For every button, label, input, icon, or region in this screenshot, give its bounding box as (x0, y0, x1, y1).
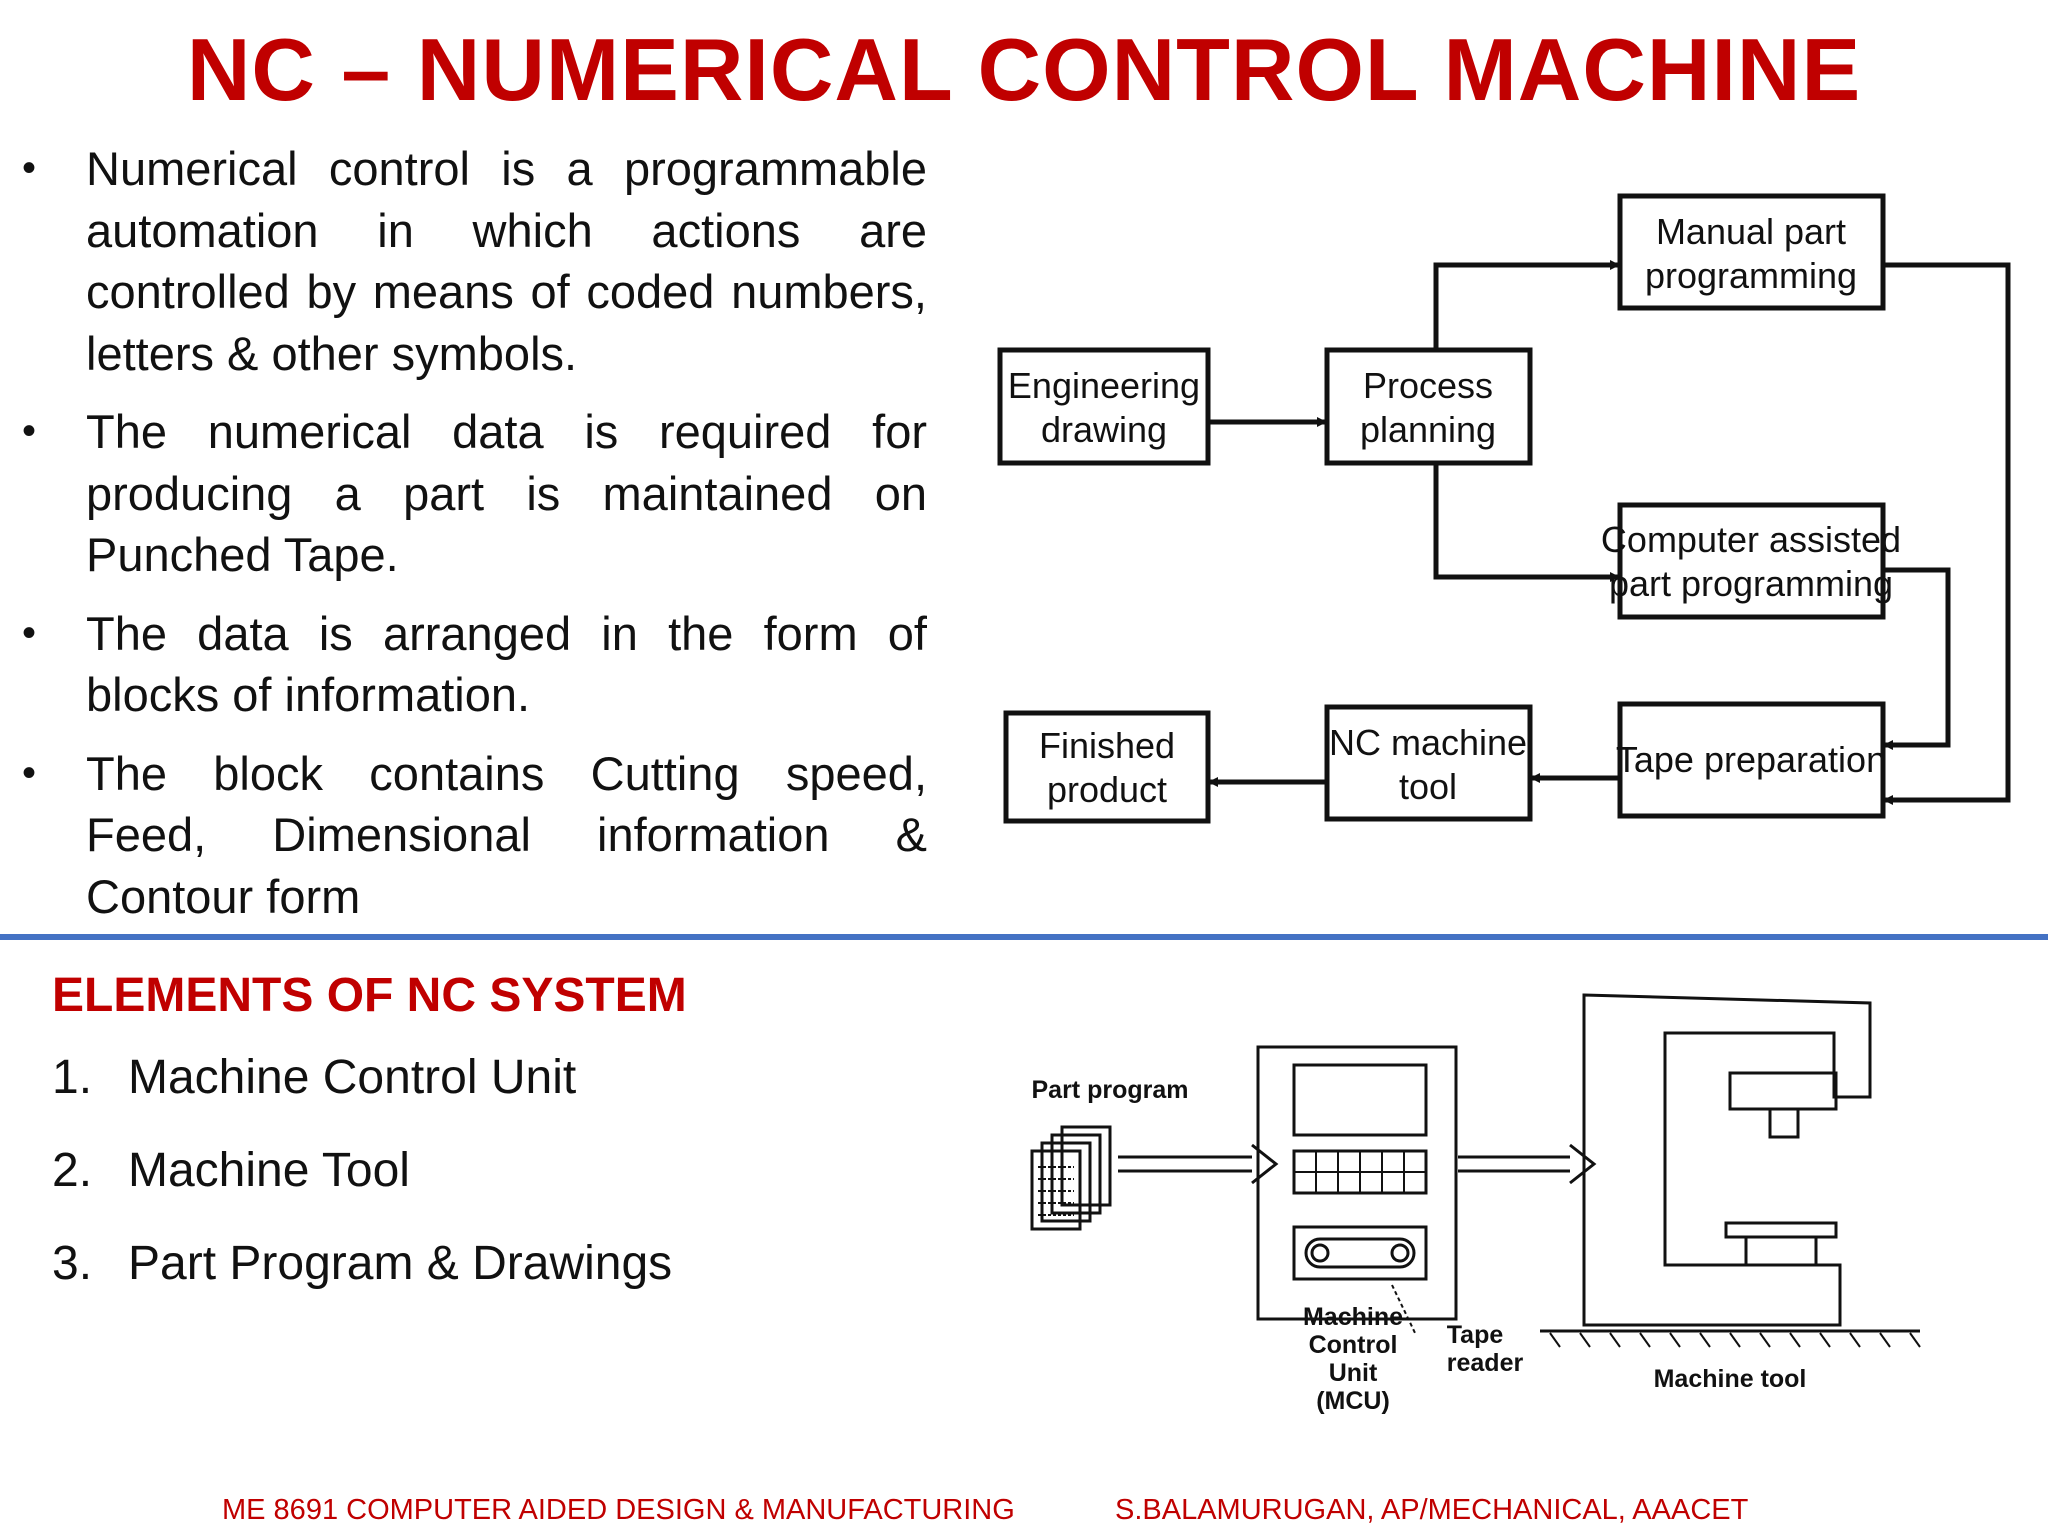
section-divider (0, 934, 2048, 940)
footer-author: S.BALAMURUGAN, AP/MECHANICAL, AAACET (1115, 1494, 1749, 1526)
element-number: 3. (52, 1237, 93, 1290)
footer-course: ME 8691 COMPUTER AIDED DESIGN & MANUFACT… (222, 1494, 1015, 1526)
machine-tool-label: Machine tool (1654, 1365, 1807, 1393)
flow-arrow (1433, 463, 1620, 582)
bullet-dot: • (22, 146, 37, 190)
part-program-sheets-icon (1030, 1125, 1112, 1231)
element-item: 1. Machine Control Unit (52, 1050, 672, 1106)
element-text: Machine Control Unit (128, 1051, 577, 1104)
bullet-dot: • (22, 409, 37, 453)
element-item: 3. Part Program & Drawings (52, 1236, 672, 1292)
box-label: Tape preparation (1616, 739, 1886, 780)
mcu-label: (MCU) (1316, 1387, 1390, 1415)
page-title: NC – NUMERICAL CONTROL MACHINE (186, 20, 1862, 119)
element-item: 2. Machine Tool (52, 1143, 672, 1199)
box-label: product (1047, 769, 1167, 810)
bullet-dot: • (22, 750, 37, 795)
box-label: drawing (1041, 409, 1167, 450)
tape-preparation-box: Tape preparation (1616, 701, 1886, 819)
flow-arrow (1883, 262, 2011, 805)
bullet-item: • The block contains Cutting speed, Feed,… (22, 743, 927, 928)
bullet-dot: • (22, 610, 37, 655)
flow-arrow (1433, 260, 1620, 350)
box-label: Engineering (1008, 365, 1200, 406)
finished-product-box: Finished product (1003, 710, 1211, 824)
element-text: Part Program & Drawings (128, 1237, 673, 1290)
mcu-label: Control (1309, 1331, 1398, 1359)
intro-bullet-list: • Numerical control is a programmable aut… (22, 138, 927, 944)
box-label: planning (1360, 409, 1496, 450)
manual-part-programming-box: Manual part programming (1617, 193, 1886, 311)
tape-reader-label: Tape (1447, 1321, 1504, 1349)
box-label: tool (1399, 766, 1457, 807)
bullet-text: The numerical data is required for produ… (86, 405, 927, 581)
part-program-label: Part program (1032, 1076, 1189, 1104)
mcu-label: Unit (1329, 1359, 1378, 1387)
nc-process-flow-diagram: Engineering drawing Process planning Man… (997, 193, 2011, 824)
mcu-label: Machine (1303, 1303, 1403, 1331)
engineering-drawing-box: Engineering drawing (997, 347, 1211, 466)
elements-heading: ELEMENTS OF NC SYSTEM (52, 969, 687, 1022)
bullet-item: • Numerical control is a programmable aut… (22, 138, 927, 384)
element-text: Machine Tool (128, 1144, 410, 1197)
bullet-item: • The numerical data is required for prod… (22, 401, 927, 586)
process-planning-box: Process planning (1324, 347, 1533, 466)
box-label: Process (1363, 365, 1493, 406)
box-label: programming (1645, 255, 1857, 296)
element-number: 2. (52, 1144, 93, 1197)
bullet-text: The data is arranged in the form of bloc… (86, 606, 927, 722)
computer-assisted-programming-box: Computer assisted part programming (1601, 502, 1901, 620)
nc-system-diagram: Part program Machine (1030, 993, 1921, 1415)
element-number: 1. (52, 1051, 93, 1104)
output-arrow (1458, 1143, 1597, 1185)
box-label: part programming (1609, 563, 1893, 604)
nc-machine-tool-box: NC machine tool (1324, 704, 1533, 822)
bullet-text: Numerical control is a programmable auto… (86, 142, 927, 380)
box-label: Manual part (1656, 211, 1846, 252)
bullet-item: • The data is arranged in the form of blo… (22, 603, 927, 726)
mcu-cabinet (1256, 1045, 1458, 1321)
bullet-text: The block contains Cutting speed, Feed, … (86, 746, 927, 923)
machine-tool-frame (1540, 993, 1921, 1348)
box-label: NC machine (1329, 722, 1527, 763)
tape-reader-label: reader (1447, 1349, 1524, 1377)
elements-list: 1. Machine Control Unit 2. Machine Tool 3.… (52, 1050, 672, 1329)
flow-arrow (1883, 567, 1951, 750)
box-label: Computer assisted (1601, 519, 1901, 560)
box-label: Finished (1039, 725, 1175, 766)
input-arrow (1118, 1143, 1279, 1185)
